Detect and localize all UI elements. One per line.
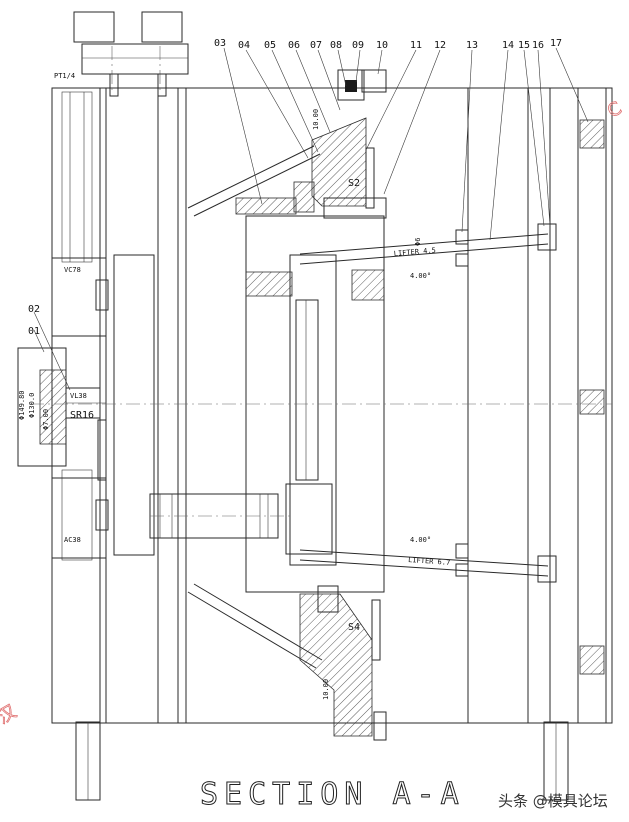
lifter-top-label: LIFTER 4.5	[393, 246, 436, 258]
callout-11: 11	[410, 40, 422, 51]
top-slider	[187, 69, 387, 219]
core-block	[245, 215, 385, 593]
diameter-2-label: Φ130.0	[28, 393, 36, 418]
mould-plates	[51, 87, 613, 724]
callout-03: 03	[214, 38, 226, 49]
dim-bottom-label: 10.00	[322, 679, 330, 700]
ejector-sleeve	[149, 493, 290, 539]
vc-bottom-label: AC38	[64, 536, 81, 544]
callout-15: 15	[518, 40, 530, 51]
phi6-label: Φ6	[414, 238, 422, 246]
support-pillars	[75, 721, 569, 801]
callout-12: 12	[434, 40, 446, 51]
vc-top-label: VC78	[64, 266, 81, 274]
s4-label: S4	[348, 622, 360, 633]
s2-label: S2	[348, 178, 360, 189]
diameter-1-label: Φ149.80	[18, 390, 26, 420]
bottom-slider	[187, 583, 387, 741]
angle-top-label: 4.00°	[410, 272, 431, 280]
callout-01: 01	[28, 326, 40, 337]
left-inserts	[17, 254, 155, 559]
callout-04: 04	[238, 40, 250, 51]
lifter-bottom-label: LIFTER 6.7	[408, 556, 451, 567]
callout-07: 07	[310, 40, 322, 51]
insert-label: VL38	[70, 392, 87, 400]
angle-bottom-label: 4.00°	[410, 536, 431, 544]
edge-mark-left: 汉	[0, 701, 20, 728]
callout-05: 05	[264, 40, 276, 51]
callout-13: 13	[466, 40, 478, 51]
lifters	[299, 223, 557, 583]
callout-14: 14	[502, 40, 514, 51]
callout-06: 06	[288, 40, 300, 51]
watermark: 头条 @模具论坛	[498, 792, 608, 810]
callout-10: 10	[376, 40, 388, 51]
right-stops	[579, 119, 605, 675]
leader-lines	[33, 47, 589, 391]
callout-09: 09	[352, 40, 364, 51]
diameter-3-label: Φ7.00	[42, 409, 50, 430]
pt-label: PT1/4	[54, 72, 75, 80]
callout-16: 16	[532, 40, 544, 51]
dim-top-label: 10.00	[312, 109, 320, 130]
sr-label: SR16	[70, 410, 94, 421]
annotations: PT1/4 VC78 AC38 VL38 SR16 S2 S4 4.00° 4.…	[18, 72, 450, 700]
callout-08: 08	[330, 40, 342, 51]
callout-17: 17	[550, 38, 562, 49]
callout-labels: 03 04 05 06 07 08 09 10 11 12 13 14 15 1…	[28, 38, 562, 337]
top-clamps	[73, 11, 189, 97]
edge-mark-right: C	[604, 98, 625, 122]
section-title: SECTION A-A	[200, 777, 465, 812]
callout-02: 02	[28, 304, 40, 315]
